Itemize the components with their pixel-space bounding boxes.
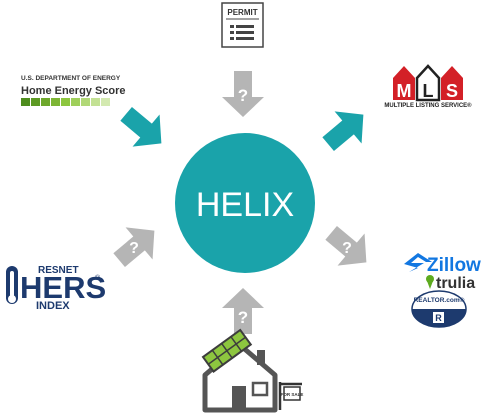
resnet-hers-logo: RESNET HERS ® INDEX — [6, 265, 106, 312]
for-sale-sign-label: FOR SALE — [281, 392, 304, 397]
trulia-logo: trulia — [426, 275, 475, 292]
svg-text:R: R — [435, 313, 442, 323]
permit-label: PERMIT — [227, 8, 257, 17]
mls-letter-l: L — [423, 81, 434, 101]
permit-document-icon: PERMIT — [221, 2, 264, 48]
trulia-pin-icon — [426, 275, 434, 289]
realtor-logo: REALTOR.com® R — [411, 290, 467, 328]
hers-registered-mark: ® — [95, 274, 101, 282]
realtor-label: REALTOR.com® — [414, 296, 465, 304]
resnet-label: RESNET — [38, 265, 79, 276]
arrow-to-mls — [314, 98, 377, 161]
energy-score-agency: U.S. DEPARTMENT OF ENERGY — [21, 75, 121, 82]
hers-label: HERS — [20, 270, 106, 305]
arrow-from-house-mark: ? — [238, 308, 248, 327]
helix-hub: HELIX — [175, 133, 315, 273]
home-energy-score-logo: U.S. DEPARTMENT OF ENERGY Home Energy Sc… — [21, 75, 126, 106]
solar-house-icon — [201, 328, 278, 413]
for-sale-sign-icon: FOR SALE — [278, 382, 304, 410]
arrow-from-permit-mark: ? — [238, 86, 248, 105]
energy-score-scale-bar — [21, 98, 110, 106]
mls-houses-icon — [393, 64, 463, 102]
zillow-roof-icon — [404, 253, 432, 272]
zillow-logo: Zillow — [404, 253, 481, 276]
hers-thermometer-icon — [6, 266, 18, 304]
arrow-to-portals-mark: ? — [342, 240, 352, 257]
mls-caption: MULTIPLE LISTING SERVICE® — [384, 102, 472, 109]
arrow-from-energy-score — [112, 97, 175, 160]
trulia-label: trulia — [436, 275, 475, 292]
hers-index-label: INDEX — [36, 300, 70, 312]
mls-letter-s: S — [446, 81, 458, 101]
arrow-from-hers-mark: ? — [129, 240, 139, 257]
solar-panel-icon — [201, 328, 253, 373]
helix-label: HELIX — [196, 186, 294, 224]
realtor-r-icon: R — [433, 312, 444, 323]
mls-letter-m: M — [397, 81, 412, 101]
energy-score-title: Home Energy Score — [21, 85, 126, 97]
zillow-label: Zillow — [427, 255, 481, 276]
mls-logo: M L S MULTIPLE LISTING SERVICE® — [384, 64, 472, 109]
